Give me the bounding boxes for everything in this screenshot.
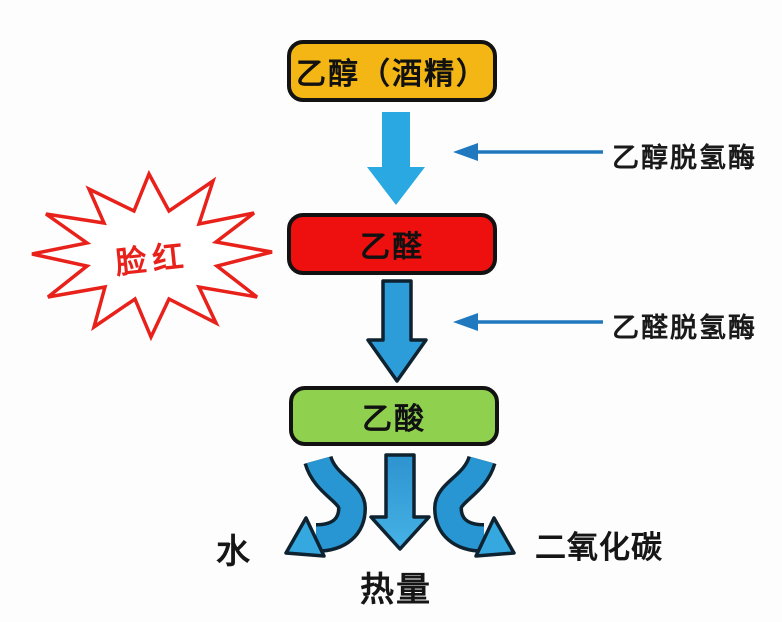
arrow-acetic-to-water [284,454,368,558]
node-acetic-acid: 乙酸 [289,386,499,446]
blush-starburst [31,169,273,342]
arrow-acetic-to-co2 [432,454,516,558]
enzyme-arrow-adh [453,143,603,161]
enzyme-arrow-aldh [453,313,603,331]
node-acetaldehyde-label: 乙醛 [360,231,424,264]
product-label-co2: 二氧化碳 [535,530,663,565]
arrow-acetic-to-heat [369,453,431,551]
node-acetic-acid-label: 乙酸 [362,403,426,436]
node-ethanol-label: 乙醇（酒精） [296,58,488,91]
node-acetaldehyde: 乙醛 [287,213,497,275]
arrow-acetaldehyde-to-acetic-acid [366,279,428,383]
product-label-heat: 热量 [360,572,432,609]
node-ethanol: 乙醇（酒精） [287,40,497,102]
enzyme-label-adh: 乙醇脱氢酶 [612,143,757,173]
enzyme-label-aldh: 乙醛脱氢酶 [612,313,757,343]
product-label-water: 水 [216,534,250,571]
arrow-ethanol-to-acetaldehyde [367,112,425,205]
